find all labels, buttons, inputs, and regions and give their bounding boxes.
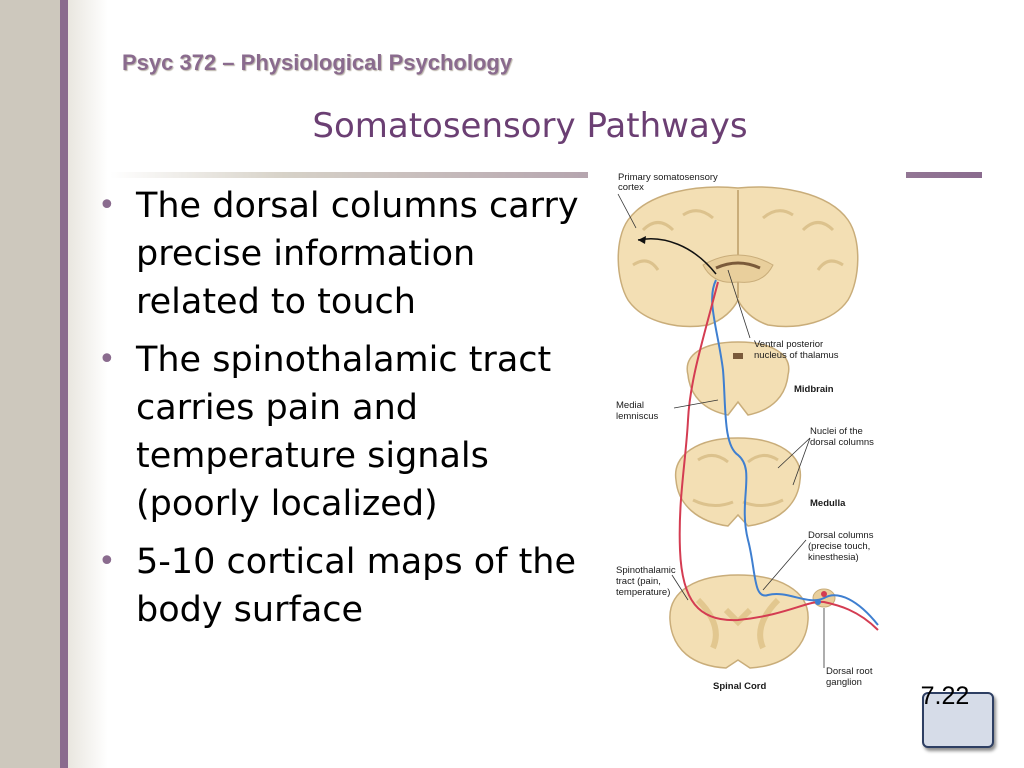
page-number-box: [922, 692, 994, 748]
label-nuclei-2: dorsal columns: [810, 437, 874, 448]
label-drg-2: ganglion: [826, 677, 862, 688]
page-number: 7.22: [920, 682, 970, 710]
pathway-diagram: Primary somatosensory cortex Ventral pos…: [616, 172, 879, 692]
label-medial-2: lemniscus: [616, 411, 658, 422]
label-vpn-1: Ventral posterior: [754, 339, 823, 350]
label-dc-3: kinesthesia): [808, 552, 859, 563]
label-vpn-2: nucleus of thalamus: [754, 350, 839, 361]
label-cortex-2: cortex: [618, 182, 644, 193]
title-divider: [110, 172, 982, 178]
label-cortex-1: Primary somatosensory: [618, 172, 718, 183]
bullet-icon: •: [98, 544, 116, 579]
bullet-text: The spinothalamic tract carries pain and…: [136, 340, 552, 524]
medulla-section: [674, 437, 802, 527]
bullet-icon: •: [98, 188, 116, 223]
left-fade-band: [68, 0, 108, 768]
label-st-2: tract (pain,: [616, 576, 661, 587]
left-purple-band: [60, 0, 68, 768]
bullet-item-spinothalamic: • The spinothalamic tract carries pain a…: [98, 336, 588, 528]
label-nuclei-1: Nuclei of the: [810, 426, 863, 437]
bullet-item-dorsal-columns: • The dorsal columns carry precise infor…: [98, 182, 588, 326]
brain-section: [617, 186, 859, 328]
leader-lines: [617, 193, 825, 668]
label-midbrain: Midbrain: [794, 384, 834, 395]
slide-title: Somatosensory Pathways: [312, 106, 748, 146]
bullet-icon: •: [98, 342, 116, 377]
label-drg-1: Dorsal root: [826, 666, 873, 677]
bullet-item-cortical-maps: • 5-10 cortical maps of the body surface: [98, 538, 588, 634]
label-medulla: Medulla: [810, 498, 846, 509]
label-medial-1: Medial: [616, 400, 644, 411]
label-st-1: Spinothalamic: [616, 565, 676, 576]
left-gray-band: [0, 0, 60, 768]
label-st-3: temperature): [616, 587, 670, 598]
label-spinal-cord: Spinal Cord: [713, 681, 767, 692]
label-dc-1: Dorsal columns: [808, 530, 874, 541]
bullet-list: • The dorsal columns carry precise infor…: [98, 182, 588, 644]
course-title: Psyc 372 – Physiological Psychology: [122, 50, 513, 75]
bullet-text: 5-10 cortical maps of the body surface: [136, 542, 577, 630]
spinal-cord-section: [669, 574, 836, 669]
label-dc-2: (precise touch,: [808, 541, 870, 552]
pathway-lines: [637, 236, 879, 631]
somatosensory-pathway-figure: Primary somatosensory cortex Ventral pos…: [588, 170, 906, 700]
bullet-text: The dorsal columns carry precise informa…: [136, 186, 579, 322]
midbrain-section: [686, 341, 790, 416]
